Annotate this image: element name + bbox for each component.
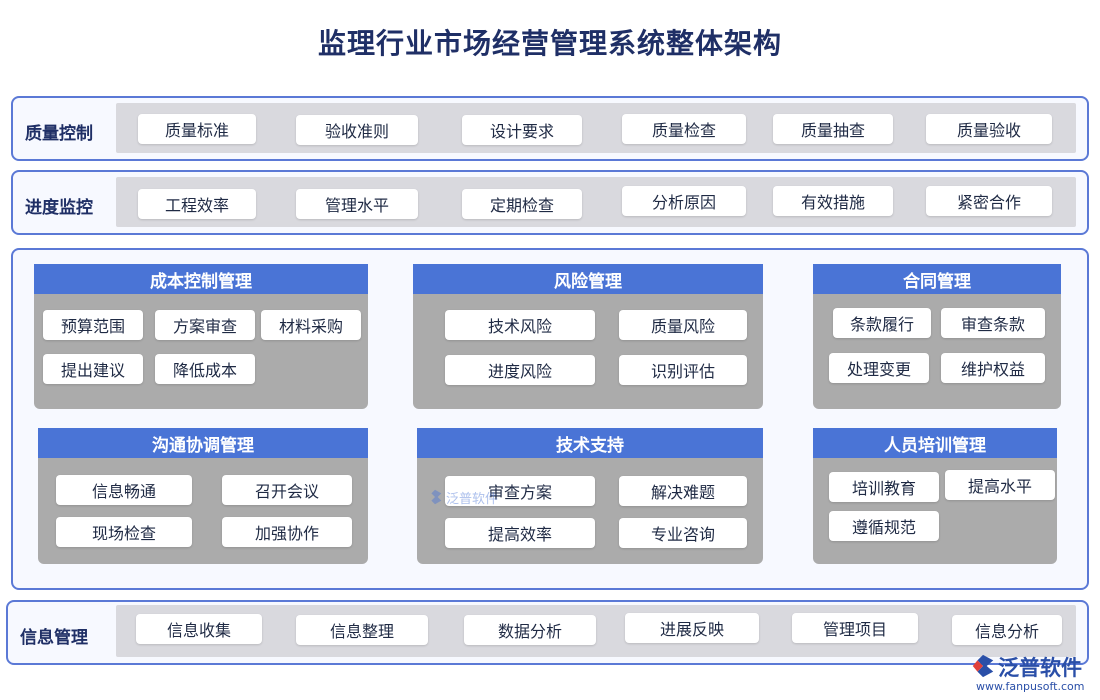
module-communication-coordination: 沟通协调管理 信息畅通 召开会议 现场检查 加强协作 [38, 428, 368, 564]
brand-logo: 泛普软件 www.fanpusoft.com [970, 650, 1095, 696]
chip-technical-risk: 技术风险 [445, 310, 595, 340]
chip-acceptance-criteria: 验收准则 [296, 115, 418, 145]
watermark-text: 泛普软件 [446, 492, 499, 507]
chip-hold-meetings: 召开会议 [222, 475, 352, 505]
band-track-information-management: 信息收集 信息整理 数据分析 进展反映 管理项目 信息分析 [116, 605, 1076, 657]
chip-identify-assess: 识别评估 [619, 355, 747, 385]
chip-management-level: 管理水平 [296, 189, 418, 219]
chip-quality-acceptance: 质量验收 [926, 114, 1052, 144]
band-quality-control: 质量控制 质量标准 验收准则 设计要求 质量检查 质量抽查 质量验收 [11, 96, 1089, 161]
chip-follow-standards: 遵循规范 [829, 511, 939, 541]
chip-site-inspection: 现场检查 [56, 517, 192, 547]
chip-strengthen-collaboration: 加强协作 [222, 517, 352, 547]
band-label-quality-control: 质量控制 [25, 124, 93, 144]
chip-plan-review: 方案审查 [155, 310, 255, 340]
band-progress-monitoring: 进度监控 工程效率 管理水平 定期检查 分析原因 有效措施 紧密合作 [11, 170, 1089, 235]
brand-watermark-icon [431, 489, 442, 505]
chip-solve-problems: 解决难题 [619, 476, 747, 506]
module-communication-coordination-title: 沟通协调管理 [38, 428, 368, 458]
chip-professional-consulting: 专业咨询 [619, 518, 747, 548]
module-cost-control: 成本控制管理 预算范围 方案审查 材料采购 提出建议 降低成本 [34, 264, 368, 409]
chip-raise-level: 提高水平 [945, 470, 1055, 500]
chip-review-plan: 审查方案 [445, 476, 595, 506]
chip-quality-standard: 质量标准 [138, 114, 256, 144]
chip-reduce-cost: 降低成本 [155, 354, 255, 384]
chip-data-analysis: 数据分析 [464, 615, 596, 645]
band-label-information-management: 信息管理 [20, 628, 88, 648]
chip-regular-inspection: 定期检查 [462, 189, 582, 219]
chip-info-analysis: 信息分析 [952, 615, 1062, 645]
band-track-progress-monitoring: 工程效率 管理水平 定期检查 分析原因 有效措施 紧密合作 [116, 177, 1076, 227]
module-technical-support: 技术支持 审查方案 解决难题 提高效率 专业咨询 [417, 428, 763, 564]
band-track-quality-control: 质量标准 验收准则 设计要求 质量检查 质量抽查 质量验收 [116, 103, 1076, 153]
chip-info-collection: 信息收集 [136, 614, 262, 644]
band-label-progress-monitoring: 进度监控 [25, 198, 93, 218]
module-technical-support-title: 技术支持 [417, 428, 763, 458]
chip-effective-measures: 有效措施 [773, 186, 893, 216]
chip-analyze-causes: 分析原因 [622, 186, 746, 216]
chip-close-cooperation: 紧密合作 [926, 186, 1052, 216]
chip-design-requirements: 设计要求 [462, 115, 582, 145]
chip-progress-risk: 进度风险 [445, 355, 595, 385]
chip-quality-sampling: 质量抽查 [773, 114, 893, 144]
chip-smooth-information: 信息畅通 [56, 475, 192, 505]
module-risk-management-title: 风险管理 [413, 264, 763, 294]
brand-url: www.fanpusoft.com [976, 680, 1085, 693]
brand-logo-icon [972, 654, 994, 678]
chip-training-education: 培训教育 [829, 472, 939, 502]
chip-handle-changes: 处理变更 [829, 353, 929, 383]
chip-review-clauses: 审查条款 [941, 308, 1045, 338]
chip-material-purchase: 材料采购 [261, 310, 361, 340]
brand-name: 泛普软件 [998, 656, 1082, 680]
chip-quality-inspection: 质量检查 [622, 114, 746, 144]
module-staff-training: 人员培训管理 培训教育 提高水平 遵循规范 [813, 428, 1057, 564]
chip-info-organization: 信息整理 [296, 615, 428, 645]
module-risk-management: 风险管理 技术风险 质量风险 进度风险 识别评估 [413, 264, 763, 409]
chip-quality-risk: 质量风险 [619, 310, 747, 340]
chip-make-suggestions: 提出建议 [43, 354, 143, 384]
chip-budget-scope: 预算范围 [43, 310, 143, 340]
module-staff-training-title: 人员培训管理 [813, 428, 1057, 458]
chip-protect-rights: 维护权益 [941, 353, 1045, 383]
module-contract-management: 合同管理 条款履行 审查条款 处理变更 维护权益 [813, 264, 1061, 409]
chip-progress-reflection: 进展反映 [625, 613, 759, 643]
chip-clause-fulfillment: 条款履行 [833, 308, 931, 338]
band-information-management: 信息管理 信息收集 信息整理 数据分析 进展反映 管理项目 信息分析 [6, 600, 1089, 665]
chip-improve-efficiency: 提高效率 [445, 518, 595, 548]
module-contract-management-title: 合同管理 [813, 264, 1061, 294]
chip-manage-projects: 管理项目 [792, 613, 918, 643]
chip-engineering-efficiency: 工程效率 [138, 189, 256, 219]
page-title: 监理行业市场经营管理系统整体架构 [317, 27, 782, 60]
module-cost-control-title: 成本控制管理 [34, 264, 368, 294]
